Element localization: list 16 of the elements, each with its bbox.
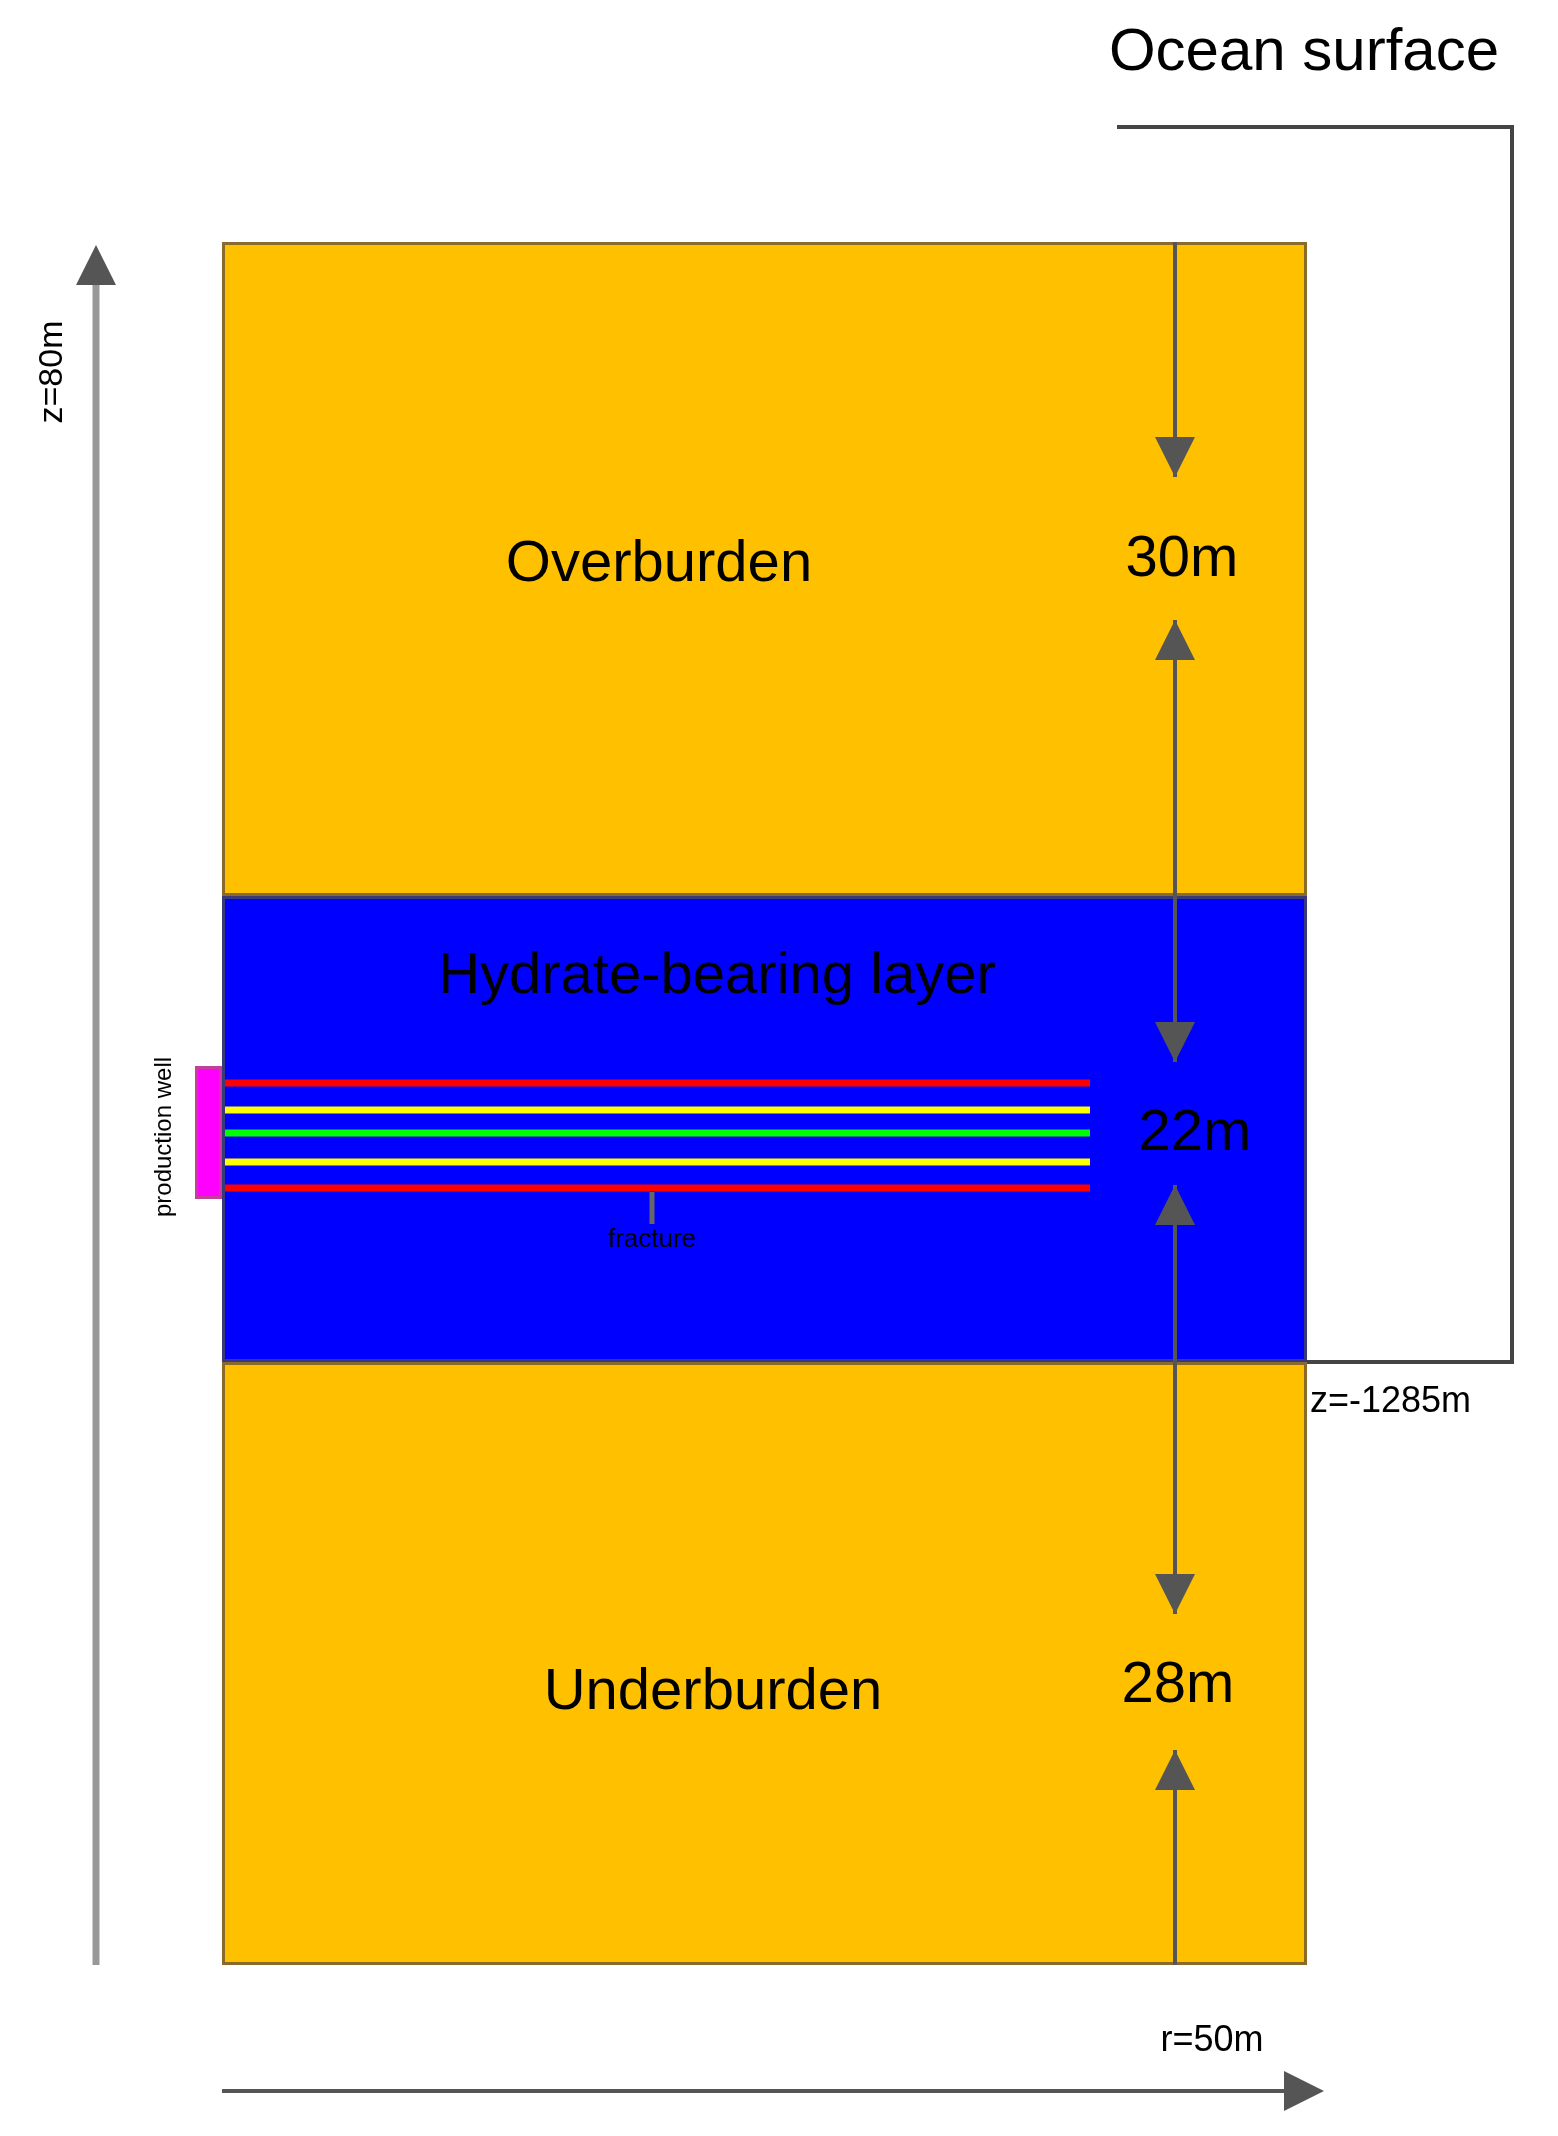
dimension-label: 30m: [1125, 527, 1239, 585]
fracture-label: fracture: [604, 1224, 700, 1252]
depth-label: z=-1285m: [1310, 1382, 1472, 1418]
layer-band: [222, 242, 1307, 896]
production-well-box: [195, 1066, 222, 1199]
layer-band: [222, 896, 1307, 1362]
well-label: production well: [151, 1056, 175, 1218]
layer-band: [222, 1362, 1307, 1965]
layer-label: Overburden: [505, 532, 813, 590]
title-label: Ocean surface: [1108, 20, 1500, 80]
layer-label: Underburden: [543, 1660, 883, 1718]
leader-line: [649, 1192, 655, 1224]
dimension-label: 28m: [1121, 1653, 1235, 1711]
axis-label: r=50m: [1160, 2021, 1264, 2057]
dimension-label: 22m: [1138, 1101, 1252, 1159]
axis-label: z=80m: [33, 320, 67, 424]
